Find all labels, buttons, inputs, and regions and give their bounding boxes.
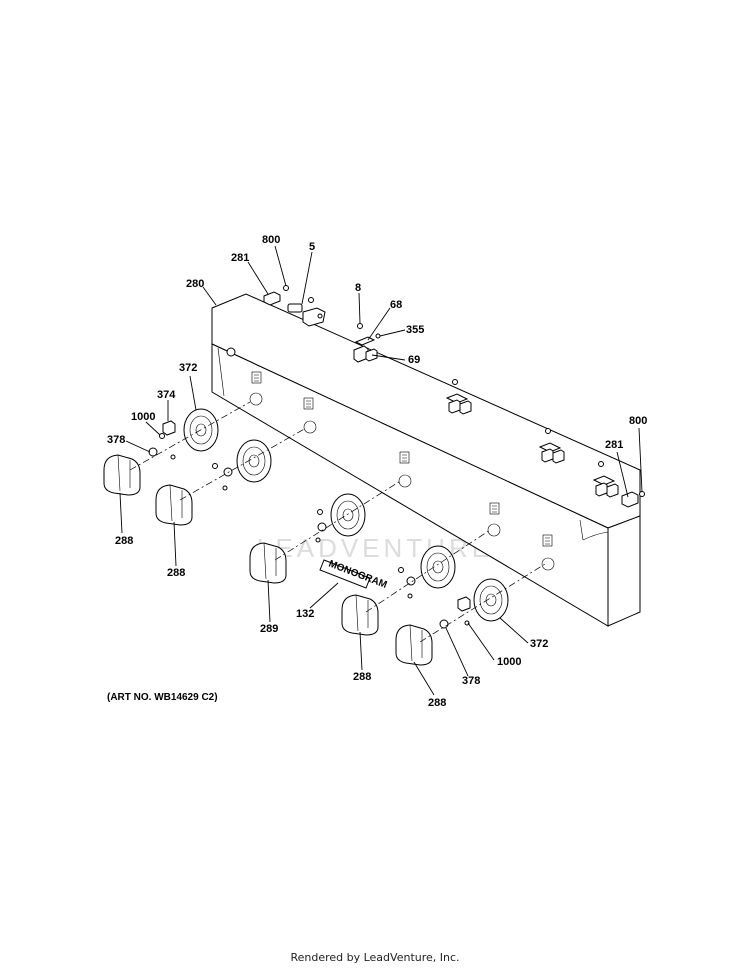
callout-288: 288 <box>353 671 371 683</box>
knob-288-d <box>395 624 433 666</box>
callout-288: 288 <box>428 697 446 709</box>
callout-288: 288 <box>115 535 133 547</box>
callout-280: 280 <box>186 278 204 290</box>
art-number: (ART NO. WB14629 C2) <box>107 692 218 703</box>
top-hardware <box>263 285 645 508</box>
callout-1000: 1000 <box>497 656 521 668</box>
footer-credit: Rendered by LeadVenture, Inc. <box>290 951 460 964</box>
knob-288-c <box>341 594 379 636</box>
callouts: 800 281 5 280 8 68 355 69 372 374 1000 3… <box>107 234 647 709</box>
bezel-hardware <box>148 420 471 629</box>
callout-5: 5 <box>309 241 315 253</box>
backguard-panel <box>211 293 641 627</box>
callout-132: 132 <box>296 608 314 620</box>
panel-icons <box>249 371 555 571</box>
callout-68: 68 <box>390 299 402 311</box>
callout-378: 378 <box>107 434 125 446</box>
bezels <box>183 408 509 622</box>
knobs <box>103 454 433 666</box>
callout-355: 355 <box>406 324 424 336</box>
callout-281: 281 <box>231 252 249 264</box>
leader-lines <box>119 245 643 696</box>
callout-374: 374 <box>157 389 176 401</box>
callout-372: 372 <box>530 638 548 650</box>
callout-281: 281 <box>605 439 623 451</box>
callout-289: 289 <box>260 623 278 635</box>
callout-1000: 1000 <box>131 411 155 423</box>
assembly-axes <box>129 401 546 643</box>
callout-800: 800 <box>629 415 647 427</box>
knob-288-b <box>155 484 193 526</box>
callout-372: 372 <box>179 362 197 374</box>
callout-69: 69 <box>408 354 420 366</box>
knob-289 <box>249 542 287 584</box>
knob-288-a <box>103 454 141 496</box>
callout-8: 8 <box>355 282 361 294</box>
callout-800: 800 <box>262 234 280 246</box>
callout-378: 378 <box>462 675 480 687</box>
callout-288: 288 <box>167 567 185 579</box>
nameplate: MONOGRAM <box>319 559 388 591</box>
